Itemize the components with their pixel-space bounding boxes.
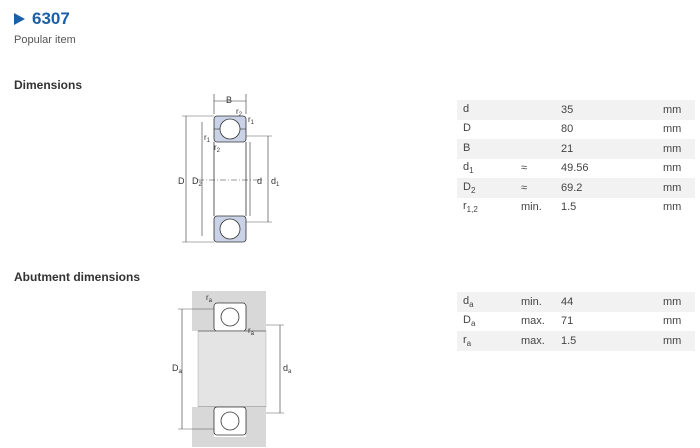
product-designation: 6307	[32, 9, 70, 28]
label-d1: d1	[271, 176, 280, 188]
spec-symbol: da	[457, 292, 517, 312]
label-r1-top: r1	[248, 115, 255, 126]
spec-row: d1 ≈49.56 mm	[457, 159, 695, 179]
spec-value: 44	[557, 292, 663, 312]
label-r2-top: r2	[236, 107, 243, 118]
spec-symbol: d1	[463, 161, 474, 176]
product-title: 6307	[14, 9, 70, 29]
spec-unit: mm	[663, 315, 682, 328]
bearing-dimensions-drawing: B r2 r1 r1 r2 D D2 d d1	[178, 94, 280, 243]
spec-value: 21	[557, 139, 663, 159]
spec-symbol: B	[457, 139, 517, 159]
spec-unit: mm	[663, 123, 682, 136]
label-ra-side: ra	[248, 326, 255, 337]
spec-qualifier: ≈	[517, 178, 557, 198]
label-da: da	[283, 363, 292, 375]
spec-symbol: D2	[457, 178, 517, 198]
spec-symbol: ra	[457, 331, 517, 351]
spec-symbol: r1,2	[463, 200, 478, 215]
label-ra-top: ra	[206, 293, 213, 304]
dimensions-heading: Dimensions	[14, 78, 83, 92]
spec-unit: mm	[663, 331, 695, 351]
spec-unit: mm	[663, 162, 682, 175]
spec-value: 1.5	[561, 201, 577, 214]
spec-unit: mm	[663, 100, 695, 120]
spec-row: r1,2 min. 1.5 mm	[457, 198, 695, 218]
spec-unit: mm	[663, 292, 695, 312]
spec-qualifier: min.	[517, 292, 557, 312]
spec-qualifier: max.	[521, 315, 545, 328]
spec-unit: mm	[663, 178, 695, 198]
spec-value: 69.2	[557, 178, 663, 198]
label-D: D	[178, 176, 185, 186]
abutment-heading: Abutment dimensions	[14, 270, 141, 284]
spec-qualifier: ≈	[521, 162, 528, 175]
spec-qualifier	[517, 120, 557, 140]
label-d: d	[257, 176, 262, 186]
spec-value: 80	[561, 123, 574, 136]
spec-value: 1.5	[557, 331, 663, 351]
spec-qualifier: max.	[517, 331, 557, 351]
spec-symbol: d	[457, 100, 517, 120]
abutment-dimensions-drawing: ra ra Da da	[172, 291, 292, 447]
label-D2: D2	[192, 176, 203, 188]
spec-row: D 80 mm	[457, 120, 695, 140]
spec-row: Da max. 71 mm	[457, 312, 695, 332]
spec-symbol: Da	[463, 314, 476, 329]
triangle-right-icon	[14, 13, 25, 25]
label-Da: Da	[172, 363, 183, 375]
label-r2-side: r2	[214, 143, 221, 154]
spec-symbol: D	[463, 122, 471, 135]
spec-value: 71	[561, 315, 574, 328]
spec-qualifier	[517, 100, 557, 120]
label-B: B	[226, 95, 232, 105]
spec-qualifier: min.	[521, 201, 542, 214]
product-subtitle: Popular item	[14, 34, 76, 46]
spec-unit: mm	[663, 201, 682, 214]
spec-qualifier	[517, 139, 557, 159]
spec-value: 49.56	[561, 162, 589, 175]
spec-value: 35	[557, 100, 663, 120]
label-r1-side: r1	[204, 133, 211, 144]
spec-unit: mm	[663, 139, 695, 159]
